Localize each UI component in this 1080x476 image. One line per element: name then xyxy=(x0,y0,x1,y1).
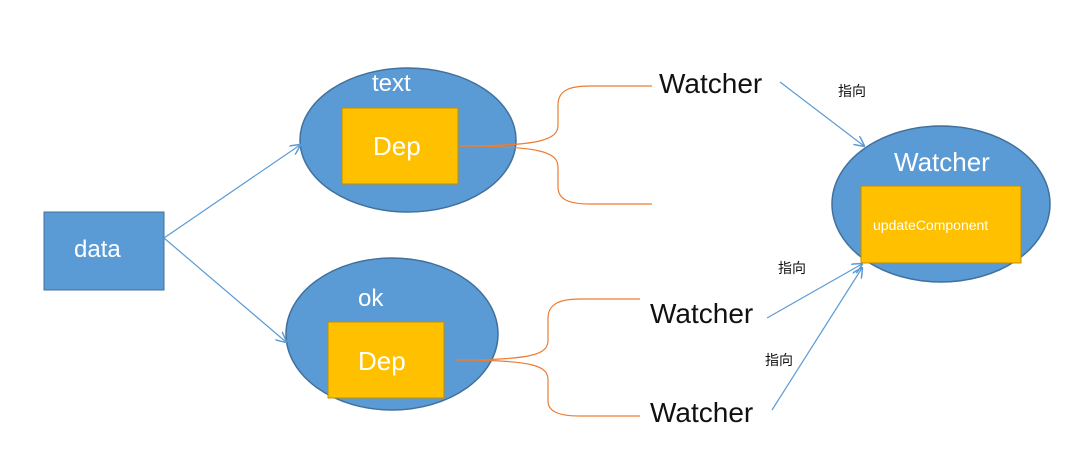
watcher-bottom-label: Watcher xyxy=(650,397,754,428)
text-dep-box xyxy=(341,107,459,185)
points-to-label-1: 指向 xyxy=(838,83,866,99)
watcher-mid-label: Watcher xyxy=(650,298,754,329)
update-component-box xyxy=(860,185,1022,264)
text-dep-bracket-lower xyxy=(459,145,652,205)
watcher-mid-to-render-arrow xyxy=(766,264,862,319)
points-to-label-3: 指向 xyxy=(765,352,793,368)
ok-dep-bracket xyxy=(454,298,640,361)
data-label: data xyxy=(74,236,121,263)
ok-dep-label: Dep xyxy=(358,346,406,376)
data-to-text-arrow xyxy=(163,145,300,239)
render-watcher-label: Watcher xyxy=(894,147,990,177)
ok-dep-box xyxy=(327,321,445,399)
data-to-ok-arrow xyxy=(163,237,286,342)
watcher-top-label: Watcher xyxy=(659,68,763,99)
data-box xyxy=(43,211,165,291)
points-to-label-2: 指向 xyxy=(778,260,806,276)
ok-node-label: ok xyxy=(358,285,384,312)
ok-dep-bracket-lower xyxy=(454,359,640,417)
text-dep-bracket xyxy=(459,85,652,147)
text-dep-label: Dep xyxy=(373,131,421,161)
update-component-label: updateComponent xyxy=(873,217,989,233)
text-node-label: text xyxy=(372,70,411,97)
watcher-top-to-render-arrow xyxy=(779,81,864,146)
watcher-bottom-to-render-arrow xyxy=(771,268,862,411)
